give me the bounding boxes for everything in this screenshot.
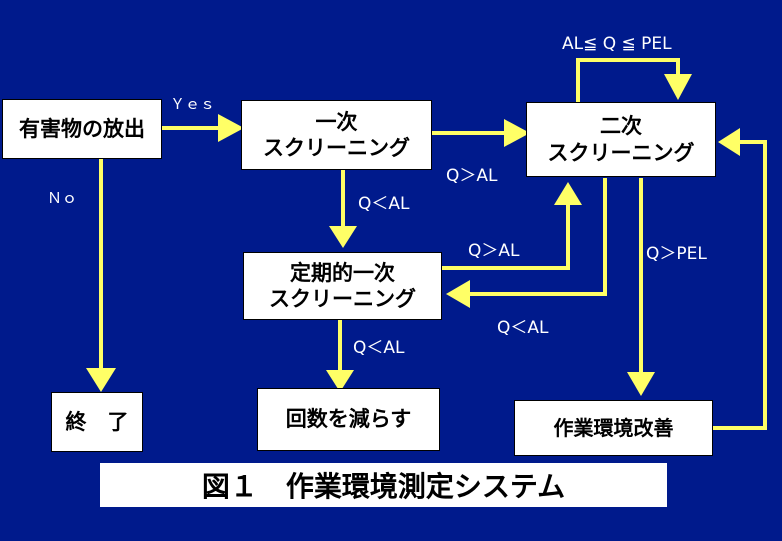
node-improve-environment: 作業環境改善 — [514, 400, 713, 456]
arrowhead-secondary-top — [664, 74, 692, 100]
arrowhead-secondary-bottom — [554, 182, 582, 205]
arrow-improve-to-secondary — [713, 140, 767, 430]
label-q-lt-al-1: Q＜AL — [358, 194, 410, 214]
arrow-secondary-to-periodic — [465, 178, 607, 296]
label-q-gt-al-1: Q＞AL — [446, 166, 498, 186]
label-yes: Ｙｅｓ — [170, 95, 216, 113]
arrowhead-periodic-top — [329, 226, 357, 248]
label-q-lt-al-2: Q＜AL — [497, 318, 549, 338]
arrowhead-improve-top — [627, 372, 655, 396]
label-no: Ｎｏ — [47, 189, 78, 207]
figure-caption: 図１ 作業環境測定システム — [100, 463, 667, 507]
arrow-secondary-loop — [576, 58, 680, 103]
node-end: 終 了 — [51, 392, 143, 452]
label-al-range: AL≦ Q ≦ PEL — [562, 34, 672, 54]
node-release: 有害物の放出 — [2, 99, 162, 159]
label-q-lt-al-3: Q＜AL — [353, 338, 405, 358]
node-periodic-screening: 定期的一次 スクリーニング — [243, 252, 442, 320]
arrowhead-secondary-right — [718, 128, 740, 156]
arrowhead-end — [86, 368, 116, 392]
arrowhead-secondary-left — [504, 119, 530, 147]
label-q-gt-pel: Q＞PEL — [646, 244, 707, 264]
label-q-gt-al-2: Q＞AL — [468, 241, 520, 261]
arrow-periodic-to-secondary — [442, 205, 570, 270]
node-secondary-screening: 二次 スクリーニング — [526, 102, 716, 177]
arrowhead-primary — [218, 114, 244, 142]
node-reduce-frequency: 回数を減らす — [257, 388, 440, 451]
arrowhead-periodic-right — [446, 280, 470, 308]
arrowhead-reduce-top — [326, 370, 354, 392]
node-primary-screening: 一次 スクリーニング — [241, 100, 432, 170]
